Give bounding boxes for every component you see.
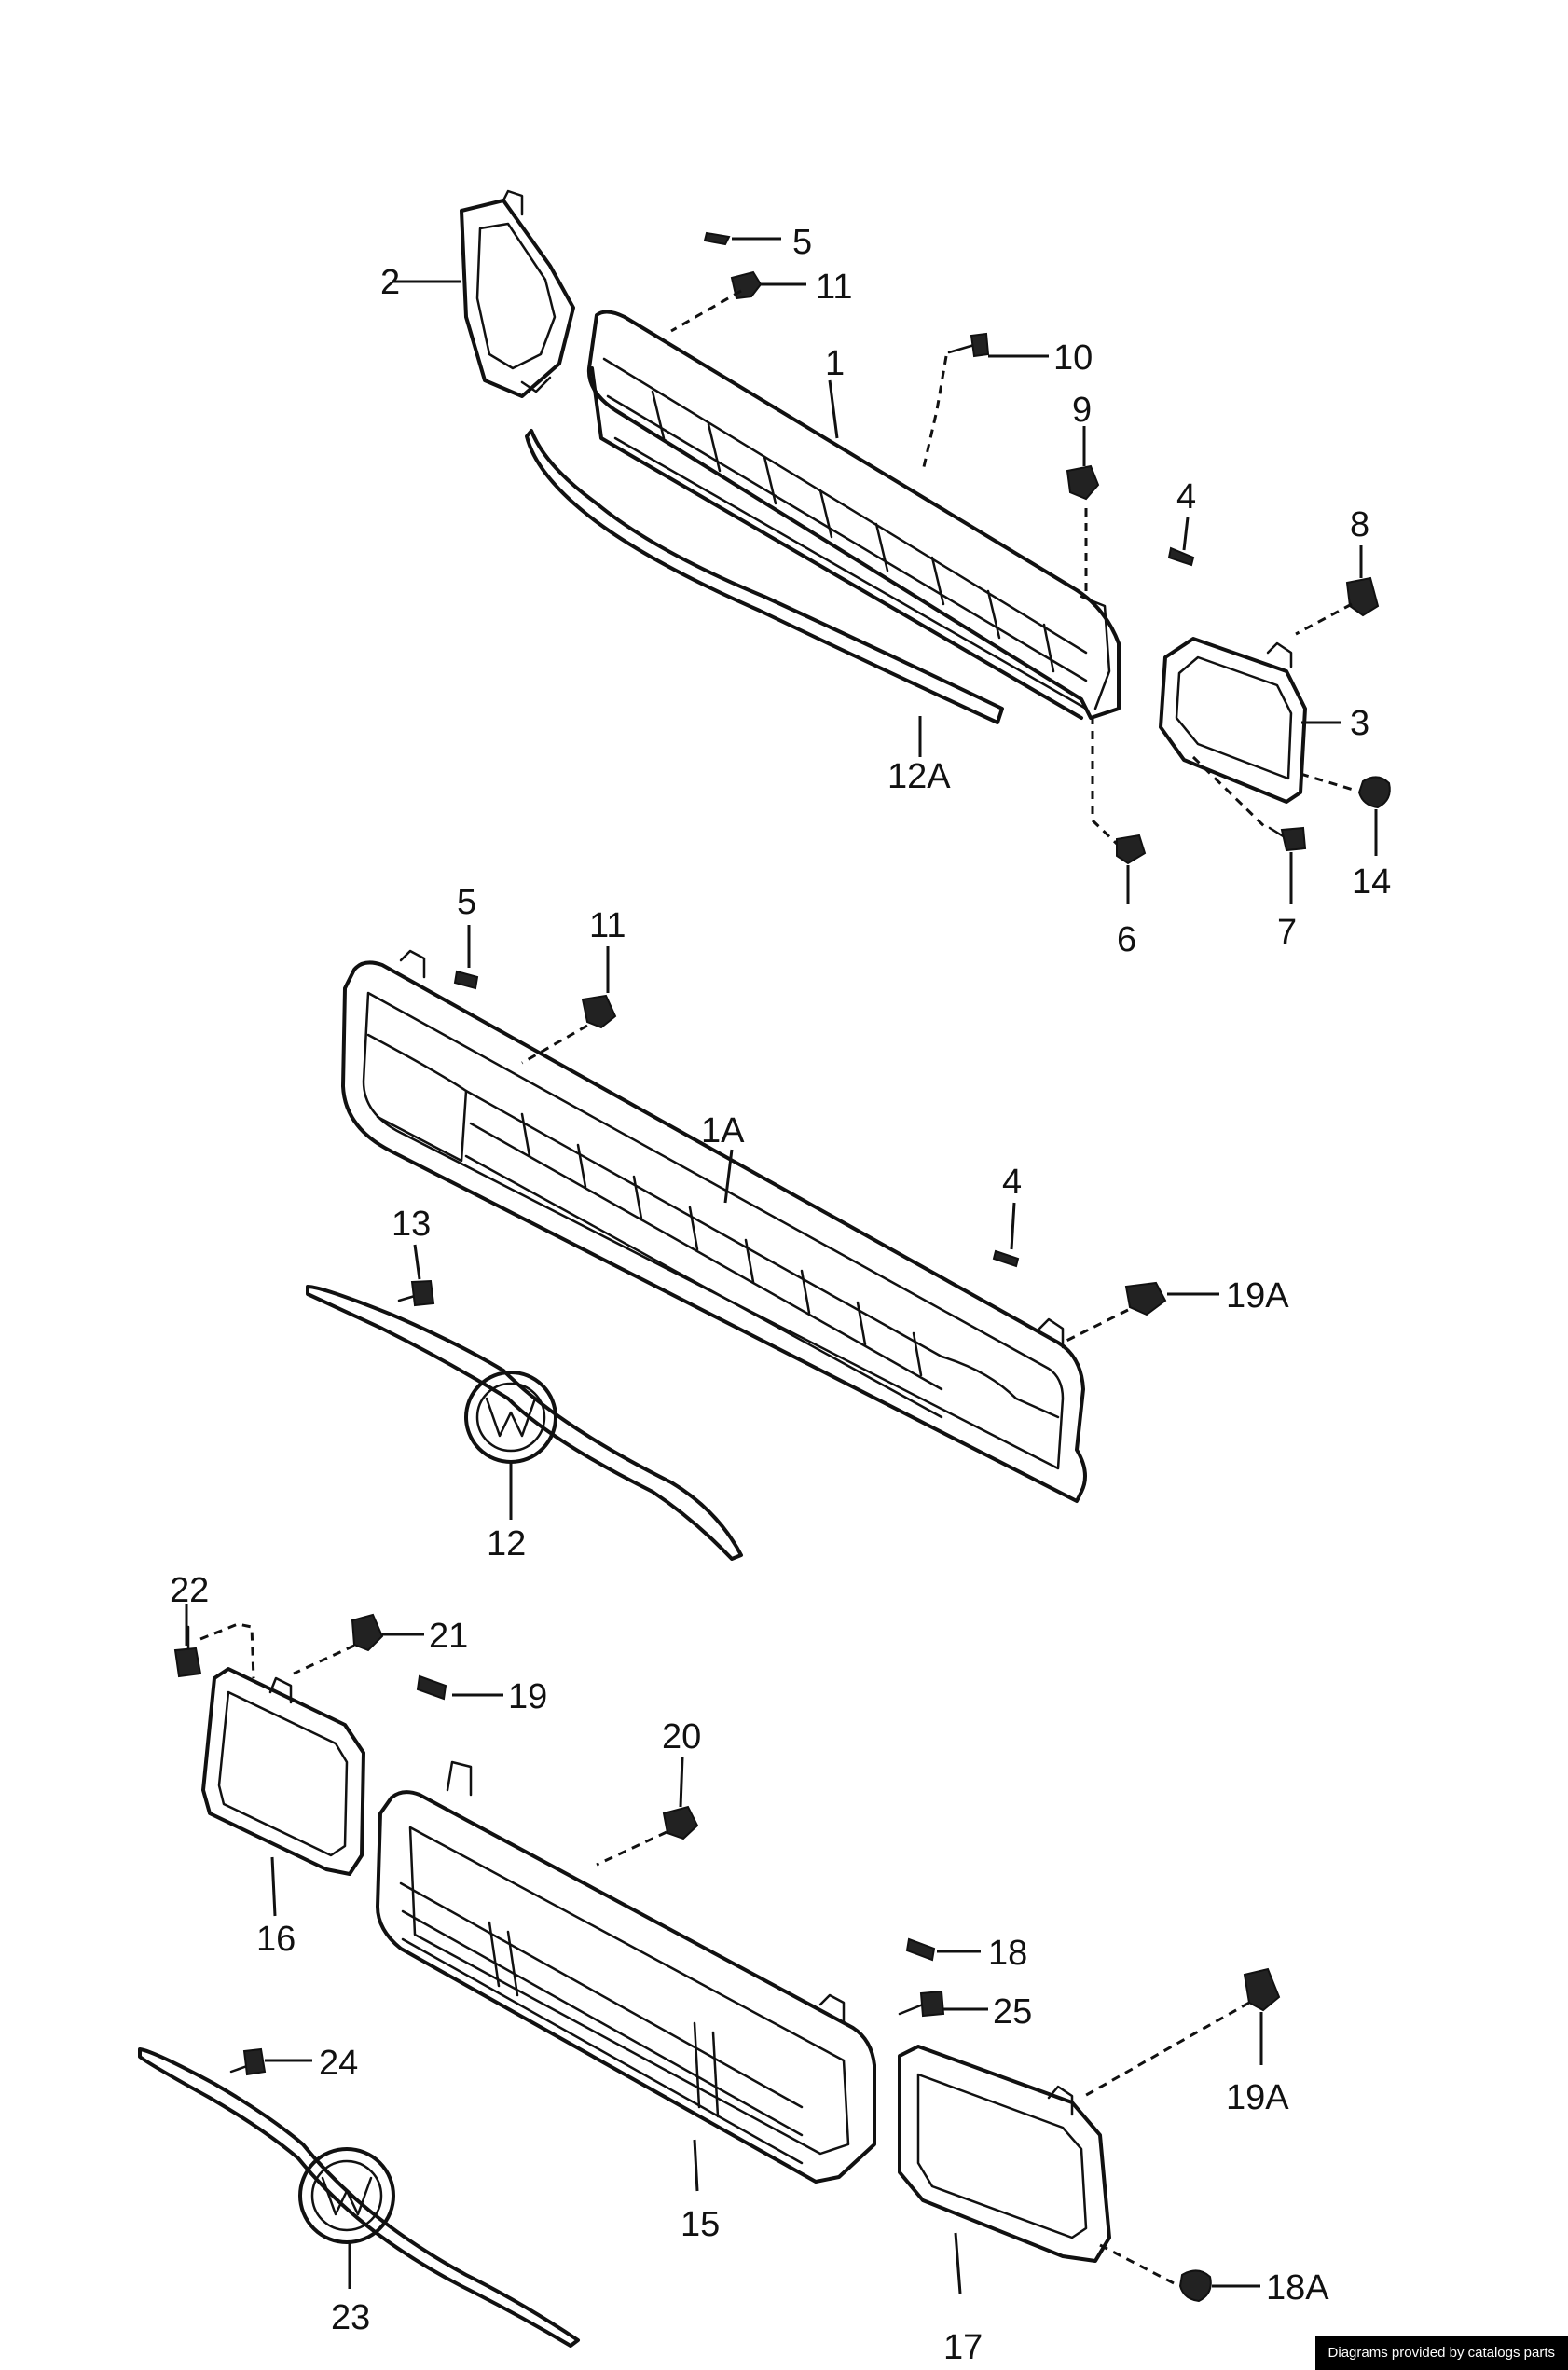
part-19A-clip-b: [1124, 1281, 1167, 1316]
part-9-nut: [1066, 464, 1100, 501]
callout-18: 18: [988, 1934, 1027, 1973]
callout-14: 14: [1352, 862, 1391, 902]
upper-grille-slats: [651, 390, 1055, 673]
callout-12A: 12A: [887, 757, 951, 796]
part-5-clip: [703, 231, 731, 246]
part-7-screw: [1268, 826, 1307, 852]
callout-9: 9: [1072, 391, 1092, 430]
callout-23: 23: [331, 2298, 370, 2337]
callout-5: 5: [792, 223, 812, 262]
callout-10: 10: [1053, 338, 1093, 378]
part-25-screw: [898, 1990, 945, 2018]
callout-11: 11: [816, 268, 852, 307]
callout-2: 2: [380, 263, 400, 302]
part-24-screw: [229, 2047, 267, 2076]
part-13-screw: [397, 1279, 435, 1307]
part-1A-grille-with-surrounds: [341, 949, 1087, 1503]
part-14-nut: [1357, 776, 1391, 809]
part-21-clip: [351, 1613, 384, 1652]
callout-19A-c: 19A: [1226, 2078, 1289, 2117]
callout-12: 12: [487, 1524, 526, 1564]
part-18-clip: [905, 1937, 936, 1962]
part-12A-trim-strip: [525, 429, 1004, 724]
callout-4-b: 4: [1002, 1163, 1022, 1202]
part-3-right-surround: [1159, 637, 1307, 804]
part-2-left-surround: [460, 189, 575, 398]
part-4-clip-b: [992, 1249, 1020, 1268]
callout-8: 8: [1350, 505, 1369, 544]
part-10-screw: [947, 332, 990, 358]
callout-4: 4: [1176, 477, 1196, 517]
callout-20: 20: [662, 1717, 701, 1757]
callout-5-b: 5: [457, 883, 476, 922]
callout-7: 7: [1277, 913, 1297, 952]
callout-1: 1: [825, 344, 845, 383]
part-5-clip-b: [453, 970, 479, 990]
part-23-emblem-strip: [138, 2047, 580, 2348]
callout-13: 13: [392, 1205, 431, 1244]
callout-15: 15: [681, 2205, 720, 2244]
part-4-clip: [1167, 546, 1195, 567]
callout-19A-b: 19A: [1226, 1276, 1289, 1316]
part-12-emblem-strip: [306, 1285, 743, 1561]
callout-17: 17: [943, 2328, 983, 2367]
assembly-group-1: 5 11 10 1 2 9 4 8 3 12A 14 6 7: [380, 189, 1391, 959]
callout-3: 3: [1350, 704, 1369, 743]
part-22-screw: [173, 1625, 202, 1678]
part-17-right-surround: [898, 2045, 1111, 2263]
part-16-left-surround: [201, 1667, 365, 1876]
assembly-group-3: 22 21 19 20 16 18 25 24 19A 15 18A 23 17: [138, 1571, 1329, 2367]
callout-19: 19: [508, 1677, 547, 1716]
part-8-clip: [1345, 576, 1380, 617]
callout-6: 6: [1117, 920, 1136, 959]
part-15-main-grille: [376, 1760, 876, 2184]
part-1-upper-grille: [586, 310, 1121, 720]
callout-11-b: 11: [589, 906, 626, 945]
callout-25: 25: [993, 1992, 1032, 2032]
part-20-clip: [662, 1805, 699, 1840]
callout-1A: 1A: [701, 1111, 745, 1151]
part-11-clip-b: [581, 994, 617, 1029]
callout-18A: 18A: [1266, 2268, 1329, 2308]
middle-grille-slats: [520, 1112, 923, 1377]
part-6-clip: [1116, 834, 1147, 865]
callout-16: 16: [256, 1920, 296, 1959]
part-19-clip: [416, 1674, 447, 1701]
callout-22: 22: [170, 1571, 209, 1610]
credit-footer: Diagrams provided by catalogs parts: [1314, 2336, 1568, 2370]
part-19A-clip-c: [1243, 1967, 1281, 2012]
callout-24: 24: [319, 2044, 358, 2083]
part-18A-nut: [1178, 2269, 1212, 2303]
assembly-group-2: 5 11 1A 4 13 19A 12: [306, 883, 1289, 1564]
callout-21: 21: [429, 1617, 468, 1656]
